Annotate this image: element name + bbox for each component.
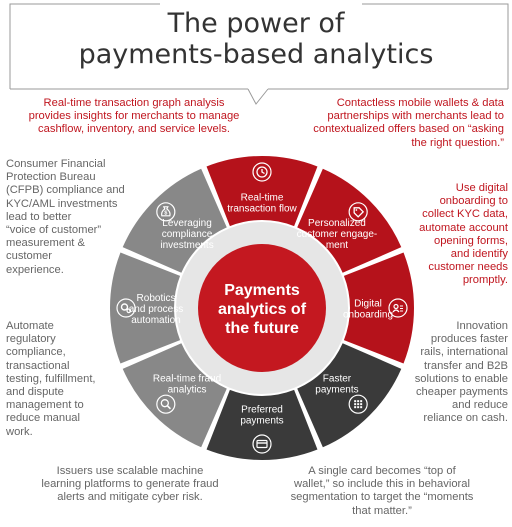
tag-icon: [348, 202, 368, 222]
title-line-2: payments-based analytics: [78, 39, 434, 70]
credit-card-icon: [252, 434, 272, 454]
segment-shape: [206, 156, 318, 227]
magnifier-icon: [156, 394, 176, 414]
segment-shape: [122, 343, 227, 448]
clock-icon: [252, 162, 272, 182]
page-title: The power of payments-based analytics: [0, 8, 512, 70]
segment-shape: [122, 168, 227, 273]
segment-shape: [343, 252, 414, 364]
money-bag-icon: $: [156, 202, 176, 222]
segment-shape: [110, 252, 181, 364]
gears-icon: [116, 298, 136, 318]
title-line-1: The power of: [167, 8, 345, 39]
segment-shape: [206, 389, 318, 460]
segment-shape: [297, 343, 402, 448]
segment-shape: [297, 168, 402, 273]
center-circle: [198, 244, 326, 372]
user-id-icon: [388, 298, 408, 318]
calculator-icon: [348, 394, 368, 414]
svg-text:$: $: [164, 211, 167, 217]
